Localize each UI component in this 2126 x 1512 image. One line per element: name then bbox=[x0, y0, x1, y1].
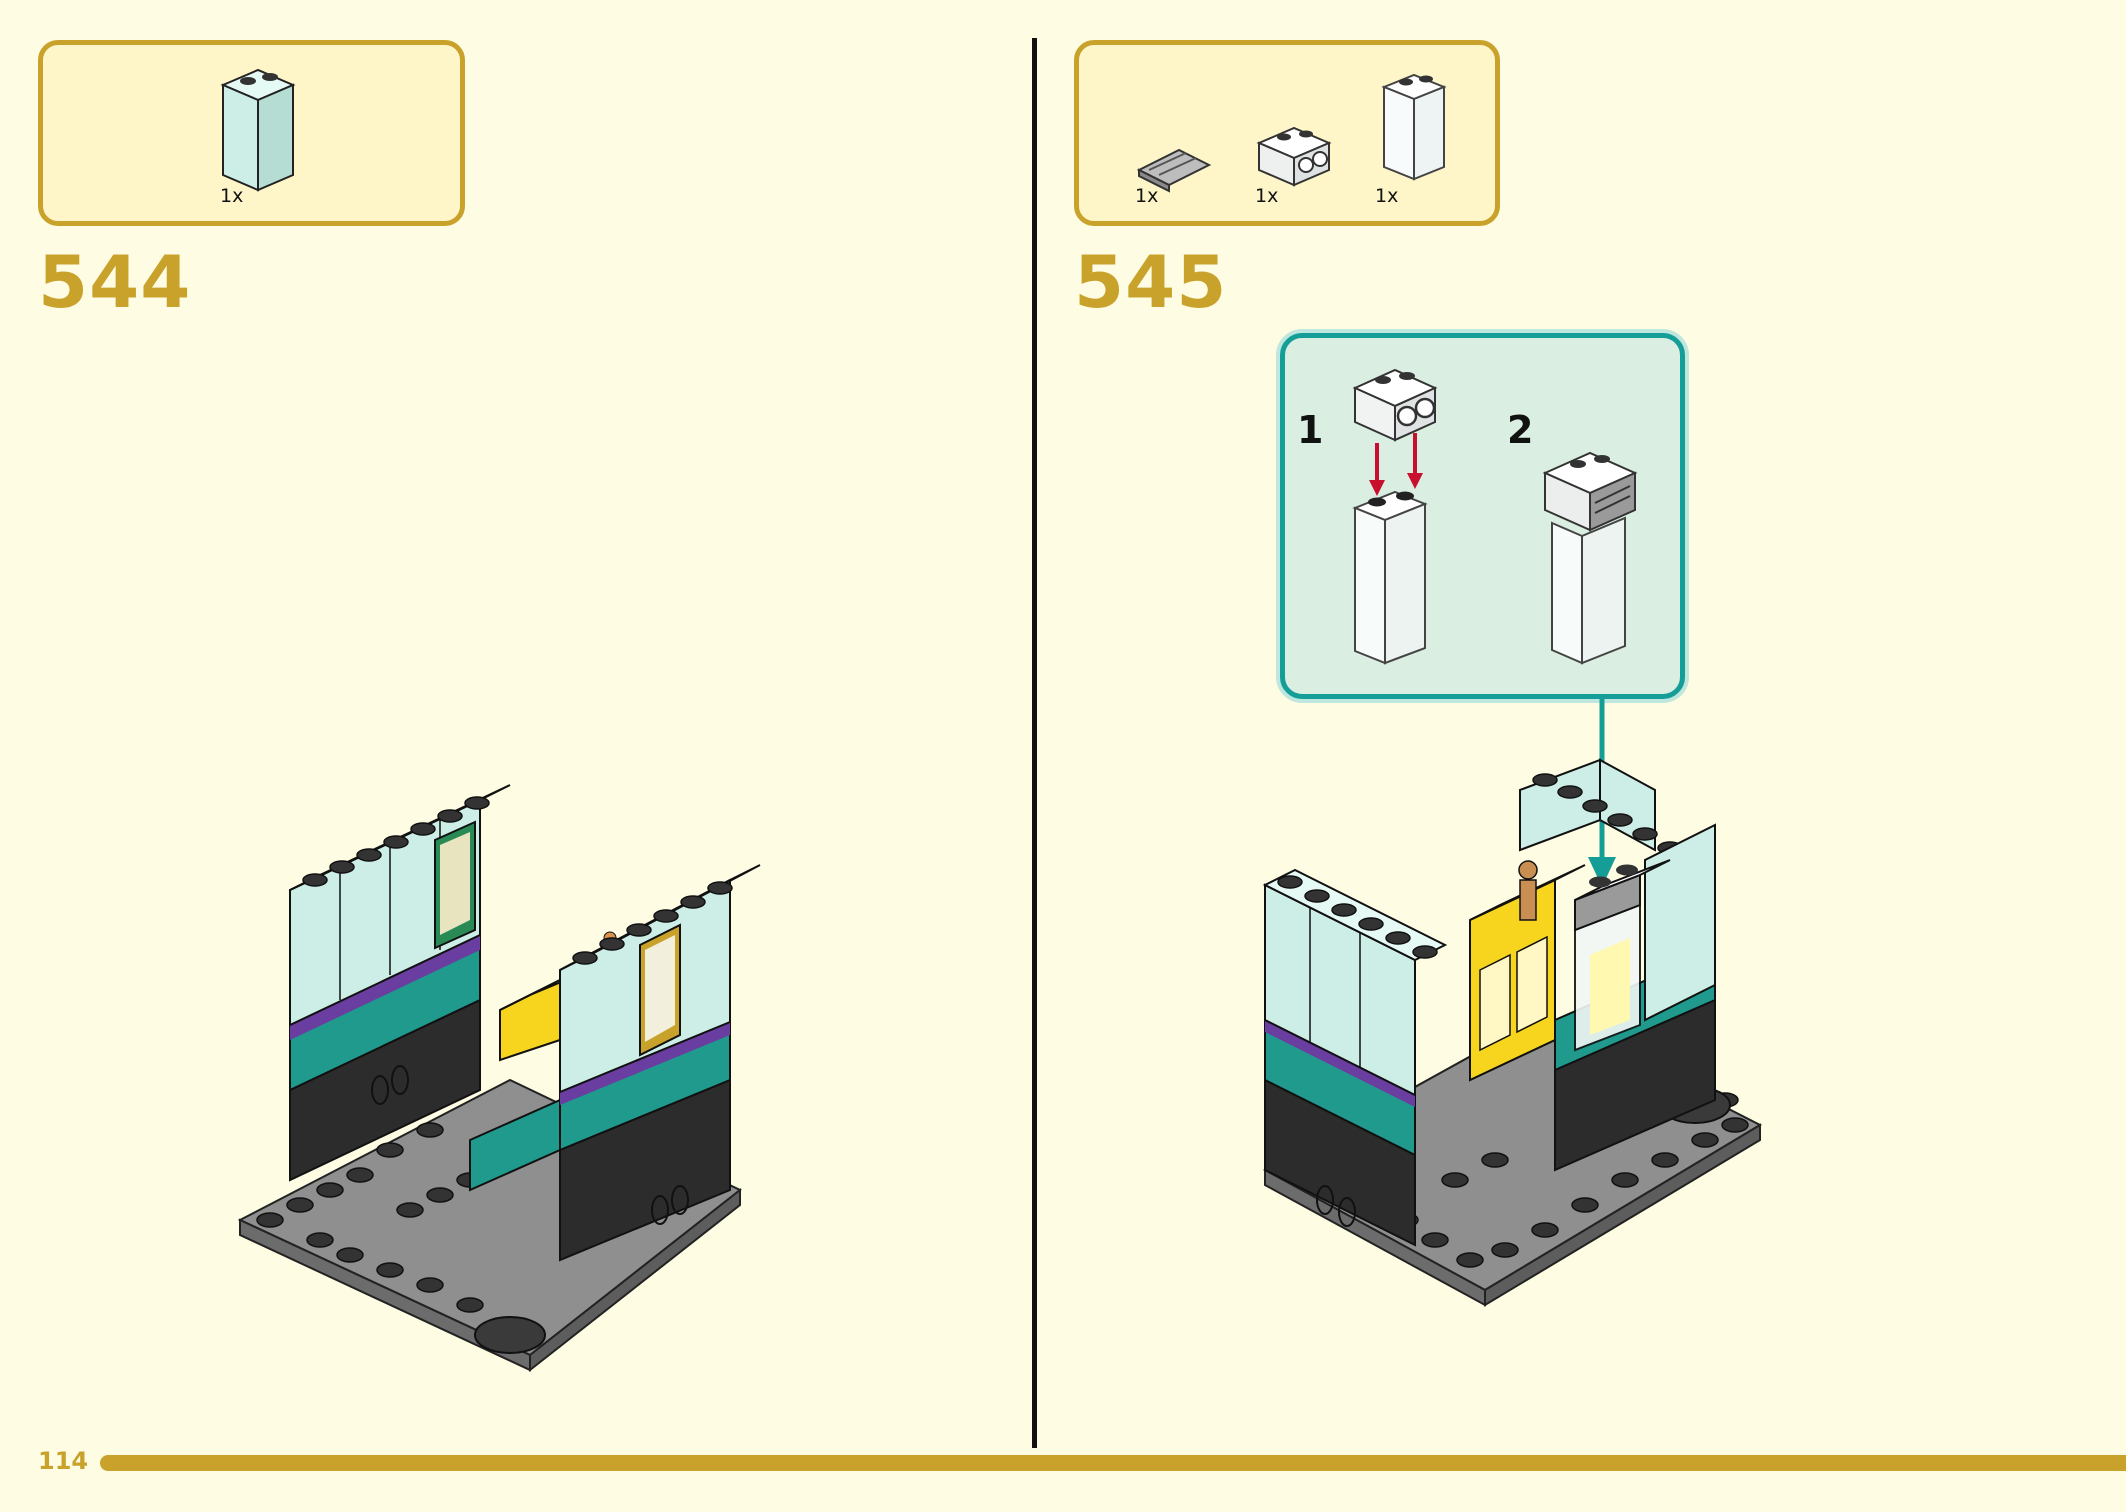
substep-number-1: 1 bbox=[1297, 408, 1324, 452]
step-number-544: 544 bbox=[38, 240, 192, 324]
aqua-wall-right bbox=[1644, 823, 1716, 1022]
parts-box-step-545: 1x 1x 1x bbox=[1074, 40, 1500, 226]
page-number: 114 bbox=[38, 1447, 89, 1475]
purple-stripe-right bbox=[560, 1022, 730, 1105]
model-step-544 bbox=[237, 784, 761, 1373]
round-tile bbox=[474, 1316, 546, 1354]
trophy-figure bbox=[1519, 879, 1537, 921]
step-number-545: 545 bbox=[1074, 240, 1228, 324]
purple-stripe-left bbox=[290, 935, 480, 1040]
white-bracket-brick-icon bbox=[1256, 126, 1332, 187]
part-qty: 1x bbox=[1375, 185, 1399, 207]
page-divider bbox=[1032, 38, 1037, 1448]
substep-2-illustration bbox=[1542, 451, 1638, 665]
grey-grille-tile-icon bbox=[1136, 148, 1212, 193]
model-step-545 bbox=[1262, 758, 1763, 1307]
part-qty: 1x bbox=[1255, 185, 1279, 207]
substep-number-2: 2 bbox=[1507, 408, 1534, 452]
part-qty: 1x bbox=[1135, 185, 1159, 207]
transparent-panel-icon bbox=[1381, 73, 1447, 181]
parts-box-step-544: 1x bbox=[38, 40, 465, 226]
sub-assembly-callout: 1 2 bbox=[1280, 333, 1685, 699]
substep-1-illustration bbox=[1352, 368, 1438, 665]
yellow-cabinet bbox=[499, 978, 561, 1062]
footer-bar bbox=[100, 1455, 2126, 1471]
light-aqua-brick-1x2x3-icon bbox=[220, 68, 296, 192]
part-qty: 1x bbox=[220, 185, 244, 207]
purple-stripe-left bbox=[1265, 1020, 1415, 1107]
